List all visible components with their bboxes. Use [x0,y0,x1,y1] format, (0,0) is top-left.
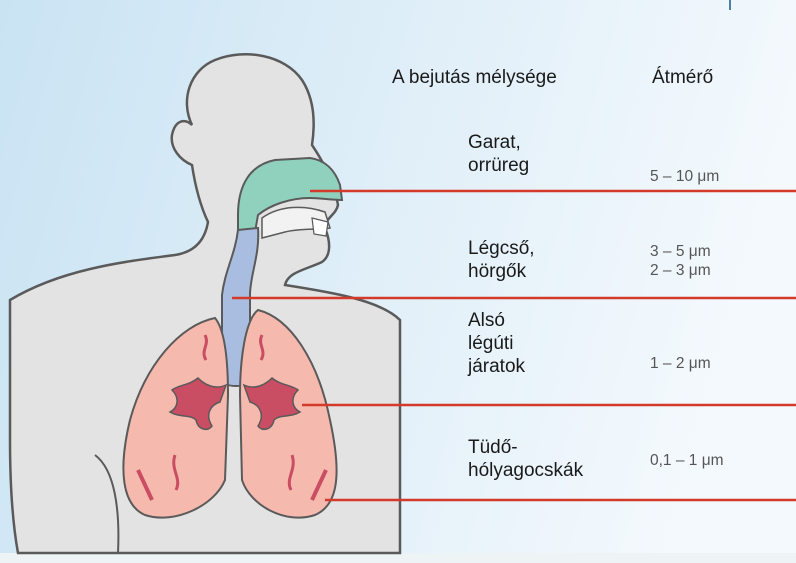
zone-label-lower-airways: Alsó légúti járatok [468,310,525,378]
diameter-value-alveoli: 0,1 – 1 μm [650,452,724,471]
zone-label-nasal: Garat, orrüreg [468,132,529,178]
depth-column-header: A bejutás mélysége [392,67,557,90]
diameter-value-nasal: 5 – 10 μm [650,168,719,187]
bottom-border [0,553,796,563]
diameter-value-lower-airways: 1 – 2 μm [650,355,711,374]
zone-label-alveoli: Tüdő- hólyagocskák [468,437,583,483]
diameter-column-header: Átmérő [652,67,713,90]
diameter-value-trachea: 3 – 5 μm 2 – 3 μm [650,243,711,280]
zone-label-trachea: Légcső, hörgők [468,238,535,284]
